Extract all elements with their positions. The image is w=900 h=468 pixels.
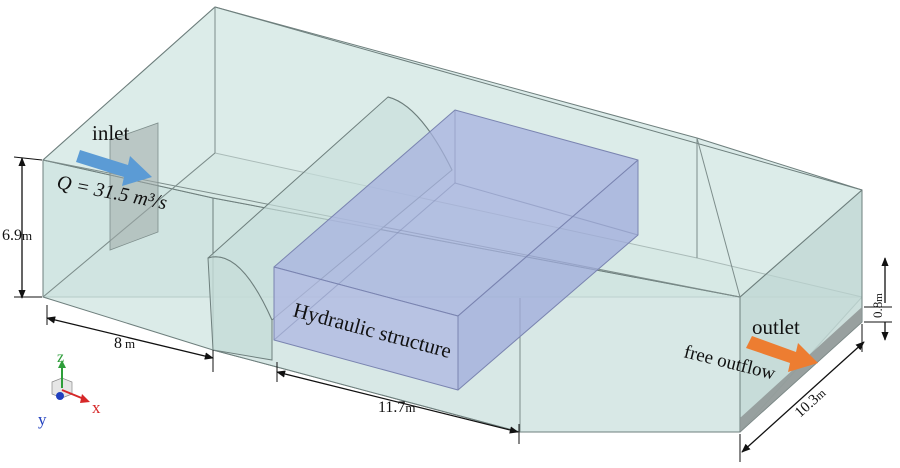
axis-y-label: y [38, 410, 47, 429]
outlet-label: outlet [752, 315, 800, 339]
inlet-label: inlet [92, 121, 129, 145]
inlet-patch [109, 122, 159, 251]
axis-z-label: z [57, 349, 64, 366]
outlet-arrow [746, 336, 818, 372]
axis-x-label: x [92, 398, 101, 417]
svg-text:8m: 8m [114, 335, 135, 352]
dimension-lines [13, 156, 892, 462]
height-dimension-label: 6.9m [2, 227, 32, 244]
svg-text:0.8m: 0.8m [870, 293, 885, 318]
structure-side [457, 159, 639, 391]
structure-length-label: 11.7m [378, 399, 416, 416]
svg-text:6.9m: 6.9m [2, 227, 32, 244]
weir-crest [207, 96, 453, 361]
hydraulic-structure-block [273, 109, 639, 391]
axis-triad: z x y [38, 349, 101, 429]
outlet-depth-label: 0.8m [870, 293, 885, 318]
inlet-arrow [76, 150, 152, 186]
svg-text:11.7m: 11.7m [378, 399, 416, 416]
